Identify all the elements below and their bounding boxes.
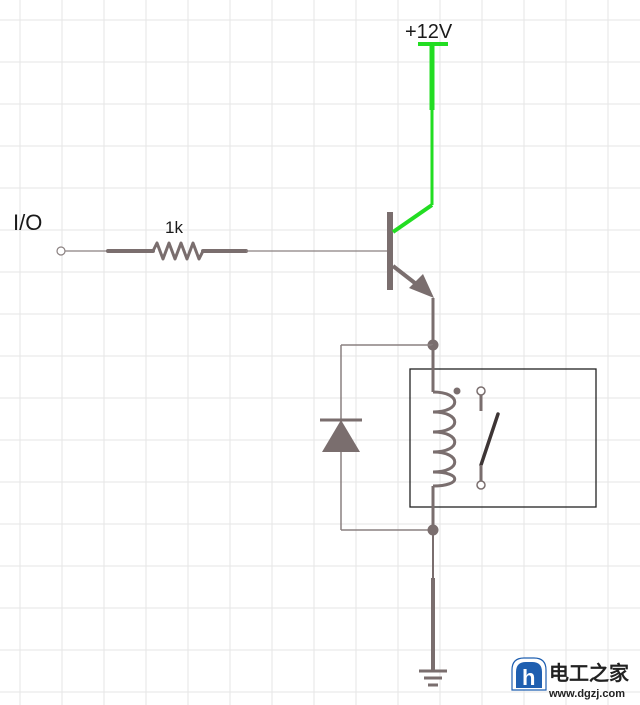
relay-box: [409, 368, 597, 508]
npn-transistor[interactable]: [387, 203, 434, 298]
coil-polarity-dot: [453, 387, 461, 395]
ground-icon: [419, 669, 447, 687]
resistor-label: 1k: [165, 218, 183, 237]
io-label: I/O: [13, 210, 42, 235]
relay-contact-bottom: [476, 480, 486, 490]
io-terminal[interactable]: [56, 246, 66, 256]
watermark: h 电工之家 www.dgzj.com: [511, 657, 630, 700]
relay-contact-top: [476, 386, 486, 396]
resistor-1k[interactable]: [106, 241, 248, 261]
flyback-diode-branch: [340, 344, 433, 531]
watermark-name: 电工之家: [549, 661, 630, 685]
relay-switch-blade: [479, 412, 500, 467]
supply-label: +12V: [405, 21, 453, 43]
flyback-diode[interactable]: [320, 418, 362, 452]
watermark-url: www.dgzj.com: [548, 688, 625, 700]
watermark-logo-letter: h: [522, 665, 535, 690]
relay-coil-icon: [432, 390, 456, 488]
transistor-collector: [391, 203, 434, 234]
emitter-arrow-icon: [409, 274, 434, 298]
diode-triangle-icon: [322, 420, 360, 452]
relay[interactable]: [409, 345, 597, 530]
watermark-logo-icon: h: [511, 657, 547, 691]
supply-rail: [418, 42, 448, 205]
